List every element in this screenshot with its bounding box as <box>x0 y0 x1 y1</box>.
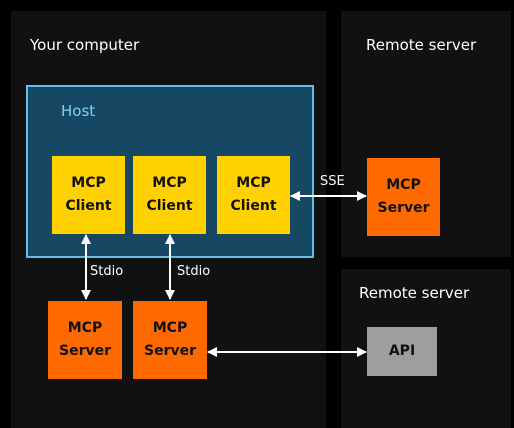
mcp-client-1[interactable]: MCP Client <box>52 156 125 234</box>
local-mcp-server-2-line2: Server <box>143 343 196 359</box>
mcp-client-2-line1: MCP <box>152 175 187 191</box>
mcp-client-2[interactable]: MCP Client <box>133 156 206 234</box>
your-computer-title: Your computer <box>30 36 140 54</box>
api-label: API <box>388 343 416 359</box>
remote-server-title-bottom: Remote server <box>359 284 470 302</box>
mcp-client-3[interactable]: MCP Client <box>217 156 290 234</box>
remote-mcp-server[interactable]: MCP Server <box>367 158 440 236</box>
mcp-client-3-line1: MCP <box>236 175 271 191</box>
mcp-client-1-line2: Client <box>65 198 112 214</box>
mcp-client-2-line2: Client <box>146 198 193 214</box>
remote-server-title-top: Remote server <box>366 36 477 54</box>
remote-mcp-server-line2: Server <box>377 200 430 216</box>
api-box[interactable]: API <box>367 327 437 376</box>
sse-label: SSE <box>320 174 345 189</box>
stdio-label-1: Stdio <box>90 264 124 279</box>
local-mcp-server-2-line1: MCP <box>152 320 188 336</box>
local-mcp-server-1-line2: Server <box>58 343 111 359</box>
local-mcp-server-2[interactable]: MCP Server <box>133 301 207 379</box>
stdio-label-2: Stdio <box>177 264 211 279</box>
local-mcp-server-1[interactable]: MCP Server <box>48 301 122 379</box>
host-title: Host <box>61 102 96 120</box>
mcp-client-3-line2: Client <box>230 198 277 214</box>
local-mcp-server-1-line1: MCP <box>67 320 103 336</box>
remote-mcp-server-line1: MCP <box>386 177 421 193</box>
mcp-client-1-line1: MCP <box>71 175 106 191</box>
